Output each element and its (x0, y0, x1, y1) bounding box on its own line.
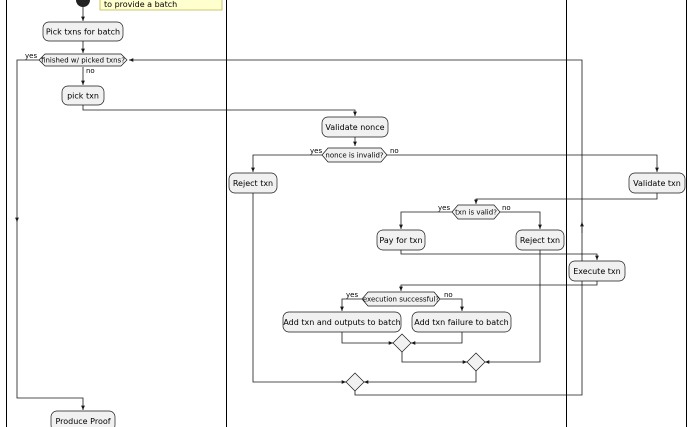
decision-txn-valid: txn is valid? (451, 204, 501, 220)
svg-text:execution successful?: execution successful? (363, 296, 440, 304)
edge (252, 193, 346, 384)
svg-text:Add txn and outputs to batch: Add txn and outputs to batch (283, 318, 400, 327)
svg-text:Execute txn: Execute txn (573, 267, 620, 276)
edge (16, 59, 39, 222)
activity-produce-proof: Produce Proof (50, 410, 116, 427)
edge (485, 250, 541, 364)
activity-pay-for-txn: Pay for txn (376, 229, 426, 251)
activity-validate-nonce: Validate nonce (321, 116, 389, 138)
activity-execute-txn: Execute txn (568, 260, 626, 282)
edge (340, 298, 362, 311)
branch-label: yes (310, 147, 322, 155)
activity-add-txn-failure: Add txn failure to batch (411, 311, 512, 333)
activity-add-txn-outputs: Add txn and outputs to batch (282, 311, 402, 333)
svg-text:Add txn failure to batch: Add txn failure to batch (414, 318, 509, 327)
edge (399, 281, 598, 291)
edge (251, 154, 322, 172)
svg-text:Produce Proof: Produce Proof (55, 417, 110, 426)
branch-label: yes (346, 291, 358, 299)
activity-pick-txns: Pick txns for batch (42, 21, 124, 42)
svg-text:finished w/ picked txns?: finished w/ picked txns? (41, 57, 125, 65)
svg-text:txn is valid?: txn is valid? (455, 209, 497, 217)
branch-label: no (502, 204, 511, 212)
edge (82, 105, 357, 116)
merge-node (466, 352, 486, 372)
start-node (76, 0, 90, 7)
activity-reject-txn-invalid: Reject txn (515, 229, 565, 251)
branch-label: no (390, 147, 399, 155)
edge (401, 352, 467, 364)
activity-validate-txn: Validate txn (628, 172, 686, 194)
decision-finished: finished w/ picked txns? (38, 53, 128, 67)
edge (400, 250, 599, 260)
svg-text:Validate nonce: Validate nonce (325, 123, 384, 132)
svg-text:Reject txn: Reject txn (233, 179, 273, 188)
edge (399, 211, 452, 229)
decision-nonce-invalid: nonce is invalid? (321, 147, 388, 163)
edge (474, 193, 658, 204)
edge (440, 298, 464, 311)
branch-label: no (86, 67, 95, 75)
svg-text:Validate txn: Validate txn (633, 179, 681, 188)
edge (387, 154, 659, 172)
branch-label: yes (25, 52, 37, 60)
branch-label: yes (438, 204, 450, 212)
merge-node (345, 372, 365, 392)
activity-reject-txn-nonce: Reject txn (228, 172, 278, 194)
svg-text:Pick txns for batch: Pick txns for batch (46, 28, 120, 37)
note-text: to provide a batch (104, 0, 177, 9)
svg-text:Pay for txn: Pay for txn (379, 236, 422, 245)
decision-execution-successful: execution successful? (361, 291, 441, 307)
edge (341, 332, 393, 345)
svg-text:pick txn: pick txn (67, 92, 99, 101)
edge (364, 371, 477, 384)
merge-node (392, 333, 412, 353)
activity-pick-txn: pick txn (61, 85, 105, 106)
branch-label: no (444, 291, 453, 299)
note (99, 0, 223, 11)
svg-text:nonce is invalid?: nonce is invalid? (325, 152, 383, 160)
edge (129, 58, 583, 396)
svg-text:Reject txn: Reject txn (520, 236, 560, 245)
edge (16, 222, 85, 410)
edge (500, 211, 542, 229)
edge (411, 332, 463, 345)
